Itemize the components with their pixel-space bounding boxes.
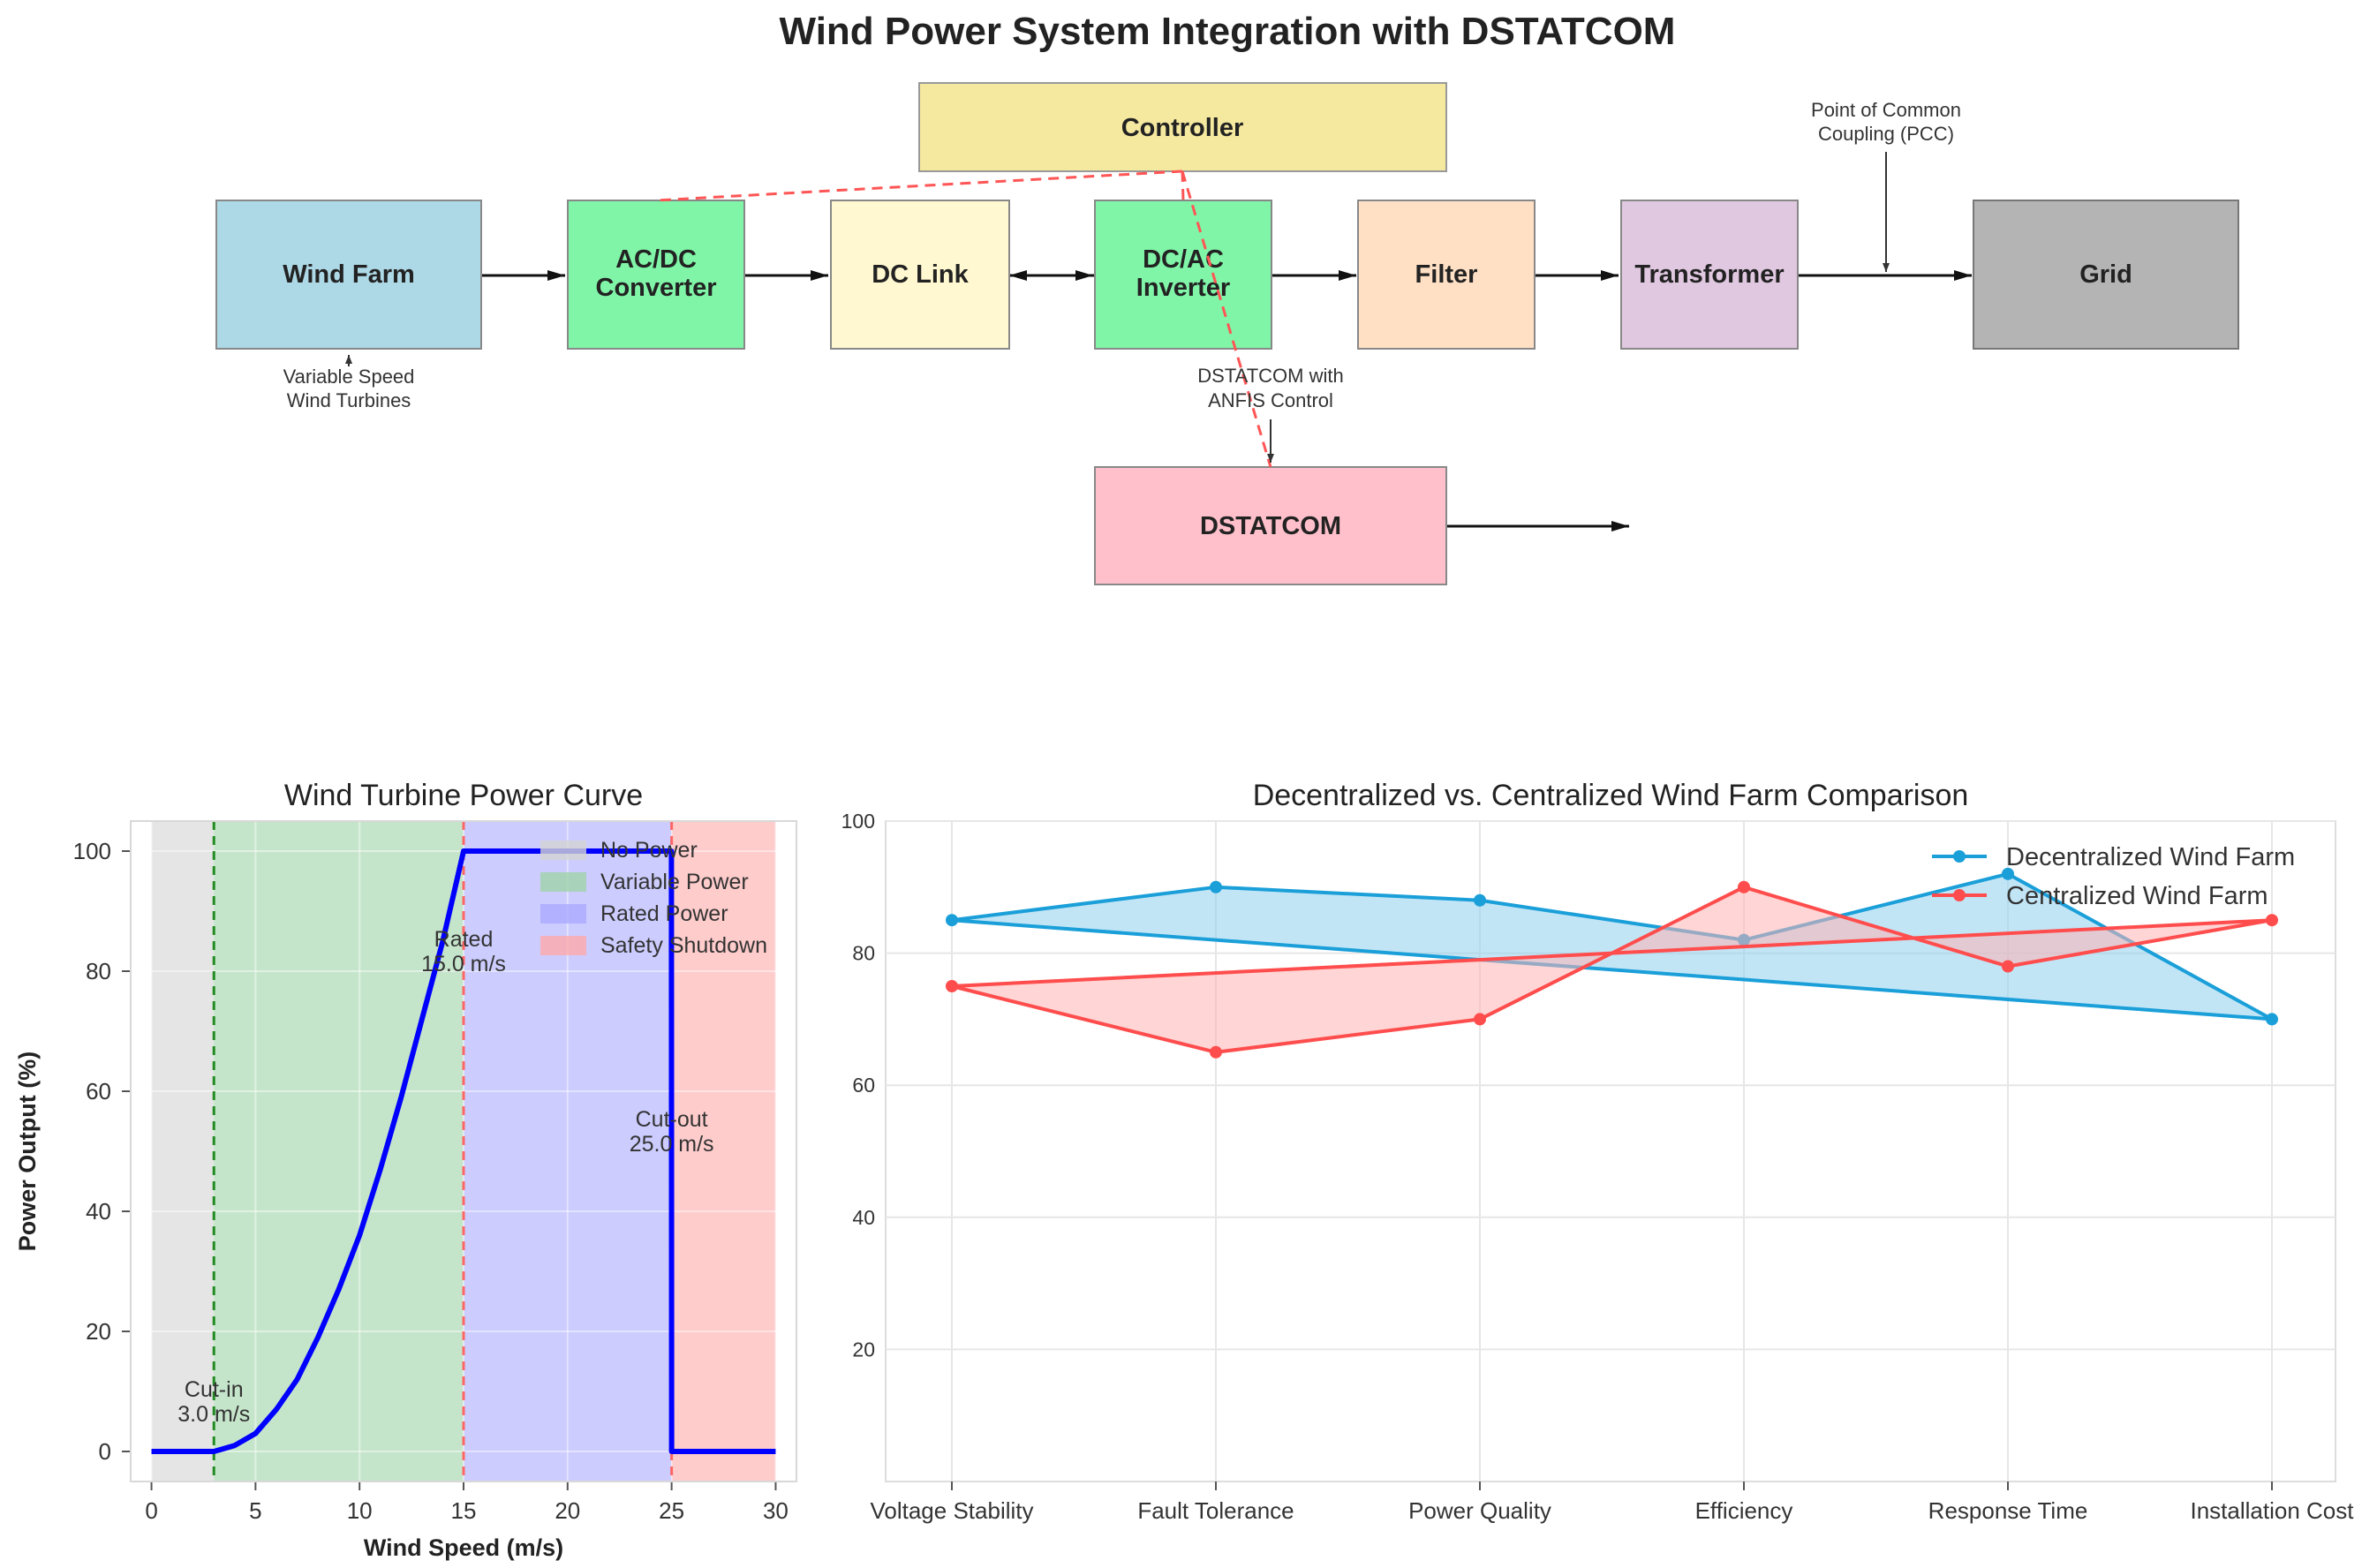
dstatcom-box: [1094, 466, 1447, 585]
dc-link-box: [830, 200, 1010, 350]
power-curve-title: Wind Turbine Power Curve: [284, 779, 643, 812]
wind-turbines-note-line2: Wind Turbines: [287, 389, 411, 411]
controller-box: [918, 82, 1447, 172]
power-curve-frame: [130, 820, 797, 1482]
x-tick-label: 10: [347, 1497, 373, 1524]
controller-label: Controller: [1121, 114, 1244, 142]
y-tick-label: 60: [86, 1078, 111, 1104]
acdc-converter-box: [567, 200, 745, 350]
filter-block: Filter: [1357, 200, 1536, 350]
y-tick-label: 0: [99, 1438, 111, 1465]
x-tick-label: 25: [659, 1497, 684, 1524]
region-variable-power: [214, 821, 464, 1481]
marker-label: 15.0 m/s: [421, 952, 506, 976]
dstatcom-block: DSTATCOM: [1094, 466, 1447, 585]
pcc-annotation: Point of Common Coupling (PCC): [1811, 99, 1961, 272]
y-tick-label: 20: [86, 1318, 111, 1345]
acdc-label-line2: Converter: [596, 274, 717, 302]
legend-label: Safety Shutdown: [600, 933, 767, 958]
grid-box: [1973, 200, 2239, 350]
x-tick-label: 0: [145, 1497, 157, 1524]
y-tick-label: 80: [86, 958, 111, 984]
wind-farm-label: Wind Farm: [283, 260, 415, 289]
marker-label: 3.0 m/s: [177, 1402, 250, 1427]
dstatcom-label: DSTATCOM: [1200, 512, 1341, 540]
pcc-note-line2: Coupling (PCC): [1818, 123, 1954, 145]
control-line-to-dstatcom: [1181, 170, 1272, 468]
pcc-note-line1: Point of Common: [1811, 99, 1961, 121]
power-curve-layer: 0 20 40 60 80 100 0 5 10 15 20 25 30 Cut-in3.0 m/s Rat…: [14, 779, 797, 1561]
wind-farm-box: [215, 200, 482, 350]
region-no-power: [151, 821, 215, 1481]
region-rated-power: [464, 821, 672, 1481]
grid-label: Grid: [2079, 260, 2132, 289]
x-tick-label: 5: [249, 1497, 261, 1524]
dstatcom-note-line1: DSTATCOM with: [1197, 365, 1343, 387]
y-tick-label: 100: [73, 838, 111, 864]
acdc-label-line1: AC/DC: [615, 245, 697, 274]
dc-link-label: DC Link: [872, 260, 969, 289]
wind-farm-block: Wind Farm: [215, 200, 482, 350]
dstatcom-note-line2: ANFIS Control: [1208, 389, 1333, 411]
grid-block: Grid: [1973, 200, 2239, 350]
wind-turbines-annotation: Variable Speed Wind Turbines: [283, 355, 415, 411]
filter-label: Filter: [1415, 260, 1478, 289]
power-curve-ylabel: Power Output (%): [14, 1052, 41, 1251]
filter-box: [1357, 200, 1536, 350]
legend-swatch: [540, 841, 586, 860]
legend-swatch: [540, 936, 586, 955]
transformer-block: Transformer: [1620, 200, 1799, 350]
transformer-box: [1620, 200, 1799, 350]
x-tick-label: 20: [555, 1497, 580, 1524]
dcac-inverter-box: [1094, 200, 1272, 350]
legend-swatch: [540, 904, 586, 923]
block-diagram: Wind Power System Integration with DSTAT…: [215, 10, 2239, 585]
dc-link-block: DC Link: [830, 200, 1010, 350]
marker-label: Cut-in: [185, 1377, 244, 1402]
marker-label: Rated: [434, 927, 494, 952]
acdc-converter-block: AC/DC Converter: [567, 200, 745, 350]
diagram-title: Wind Power System Integration with DSTAT…: [780, 10, 1676, 53]
controller-block: Controller: [918, 82, 1447, 172]
dcac-inverter-block: DC/AC Inverter: [1094, 200, 1272, 350]
x-tick-label: 30: [763, 1497, 789, 1524]
legend-label: Rated Power: [600, 901, 728, 926]
legend-label: Variable Power: [600, 870, 749, 894]
y-tick-label: 40: [86, 1198, 111, 1225]
region-safety-shutdown: [671, 821, 776, 1481]
legend-label: No Power: [600, 838, 698, 863]
transformer-label: Transformer: [1634, 260, 1784, 289]
dcac-label-line1: DC/AC: [1143, 245, 1224, 274]
wind-turbines-note-line1: Variable Speed: [283, 366, 415, 388]
marker-label: Cut-out: [636, 1107, 708, 1132]
x-tick-label: 15: [451, 1497, 477, 1524]
legend-swatch: [540, 872, 586, 892]
marker-label: 25.0 m/s: [630, 1132, 714, 1157]
power-curve-xlabel: Wind Speed (m/s): [364, 1534, 563, 1561]
control-signal-lines: [655, 170, 1272, 468]
dstatcom-annotation: DSTATCOM with ANFIS Control: [1197, 365, 1344, 463]
